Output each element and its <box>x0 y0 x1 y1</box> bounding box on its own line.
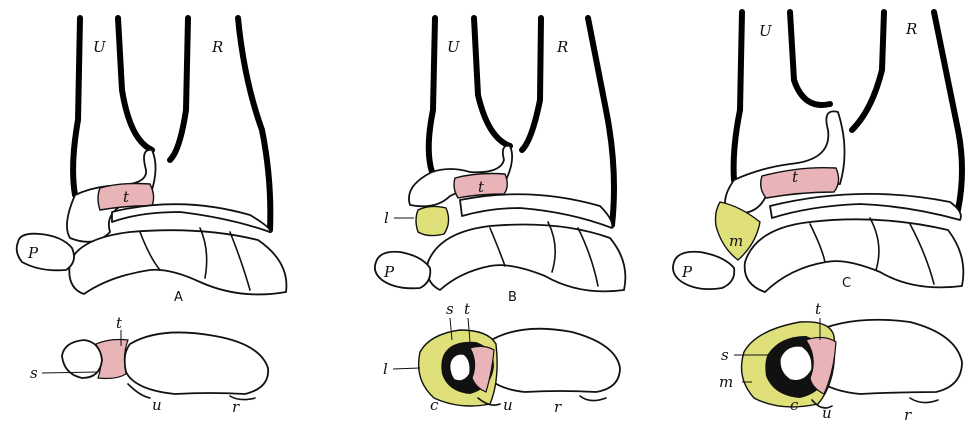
label-r-b: r <box>554 398 562 416</box>
panel-c-lower-drawing <box>742 320 962 408</box>
label-meniscus-c: m <box>729 232 743 250</box>
panel-c: U R t m P C t s m c u r <box>673 12 963 424</box>
carpal-row <box>69 230 286 294</box>
pisiform <box>17 234 74 271</box>
lunula <box>416 206 449 235</box>
label-l-b: l <box>383 360 388 378</box>
panel-b-lower-drawing <box>419 329 620 406</box>
label-u-c: u <box>822 404 832 422</box>
label-pisiform-c: P <box>681 263 693 281</box>
radius-shaft-outer-c <box>934 12 962 210</box>
label-ulna-c: U <box>759 22 773 40</box>
panel-caption-a: A <box>174 290 183 305</box>
ulna-shaft-outer-b <box>429 18 435 172</box>
label-c-c: c <box>790 396 799 414</box>
radius-shaft-outer-b <box>588 18 614 225</box>
radius-shaft-outer <box>238 18 270 230</box>
ulnar-head-surface-c <box>780 346 813 381</box>
label-m-c: m <box>719 373 733 391</box>
ulna-shaft-outer <box>73 18 80 195</box>
panel-a-lower-drawing <box>62 332 268 399</box>
panel-caption-c: C <box>842 276 851 291</box>
label-radius-a: R <box>211 38 223 56</box>
label-ulna-b: U <box>447 38 461 56</box>
carpal-row-c <box>745 219 964 292</box>
leader-l-b <box>393 368 420 369</box>
panel-b-upper-drawing <box>375 18 626 291</box>
ulnar-head-surface-b <box>450 354 471 381</box>
panel-a-upper-drawing <box>17 18 287 294</box>
carpal-row-b <box>427 225 625 292</box>
panel-caption-b: B <box>508 290 517 305</box>
label-s-a: s <box>30 364 38 382</box>
label-disc-c: t <box>792 168 799 186</box>
label-ulna-a: U <box>93 38 107 56</box>
panel-c-upper-drawing <box>673 12 963 292</box>
panel-a: U R t P A t s u r <box>17 18 287 416</box>
label-u-b: u <box>503 396 513 414</box>
label-s-c: s <box>721 346 729 364</box>
label-pisiform-a: P <box>27 244 39 262</box>
label-t-b: t <box>464 300 471 318</box>
radius-surface-b <box>483 329 620 392</box>
styloid-outlines-b <box>478 396 606 405</box>
radius-shaft-inner-c <box>852 12 884 130</box>
panel-b: U R t l P B s t l c u r <box>375 18 626 416</box>
label-disc-b: t <box>478 178 485 196</box>
radius-shaft-inner <box>170 18 188 160</box>
label-r-a: r <box>232 398 240 416</box>
radius-articular-rim-b <box>460 194 612 228</box>
label-radius-b: R <box>556 38 568 56</box>
label-disc-a: t <box>123 188 130 206</box>
radius-surface-a <box>125 332 268 394</box>
radius-articular-rim <box>112 204 270 232</box>
label-u-a: u <box>152 396 162 414</box>
ulna-shaft-inner-b <box>474 18 510 146</box>
ulna-shaft-inner <box>118 18 152 150</box>
label-t-c: t <box>815 300 822 318</box>
label-r-c: r <box>904 406 912 424</box>
label-radius-c: R <box>905 20 917 38</box>
label-s-b: s <box>446 300 454 318</box>
radius-shaft-inner-b <box>522 18 541 150</box>
label-c-b: c <box>430 396 439 414</box>
label-lunula-b: l <box>384 209 389 227</box>
ulna-shaft-inner-c <box>790 12 830 105</box>
label-t-a: t <box>116 314 123 332</box>
label-pisiform-b: P <box>383 263 395 281</box>
ulna-shaft-outer-c <box>734 12 742 180</box>
radius-articular-rim-c <box>770 194 961 220</box>
